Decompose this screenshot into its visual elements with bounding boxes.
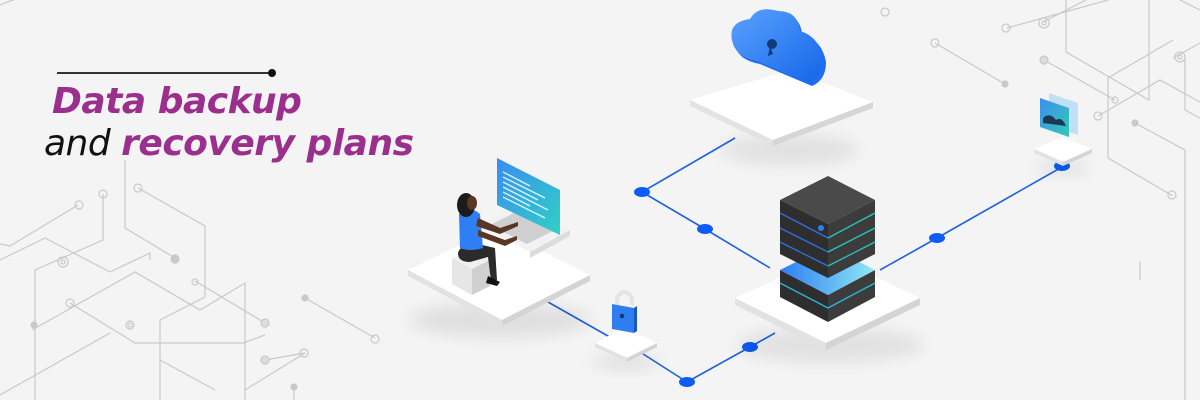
title-rule-line xyxy=(57,72,271,74)
image-monitor-icon xyxy=(1040,93,1078,137)
padlock-platform xyxy=(590,327,660,370)
cloud-platform xyxy=(690,70,873,166)
workstation-screen xyxy=(497,158,560,235)
lock-icon xyxy=(612,290,637,333)
headline-plain-text: and xyxy=(44,123,122,164)
server-icon xyxy=(779,176,876,322)
headline-accent-text: recovery plans xyxy=(121,123,414,164)
desk xyxy=(480,205,570,258)
person-at-computer xyxy=(457,193,518,286)
headline: Data backup and recovery plans xyxy=(44,84,414,162)
cloud-lock-icon xyxy=(731,9,826,87)
title-rule-dot xyxy=(268,69,276,77)
monitor-platform xyxy=(1034,137,1092,175)
headline-line-2: and recovery plans xyxy=(44,126,414,162)
workstation-platform xyxy=(408,228,590,338)
headline-line-1: Data backup xyxy=(52,81,302,122)
